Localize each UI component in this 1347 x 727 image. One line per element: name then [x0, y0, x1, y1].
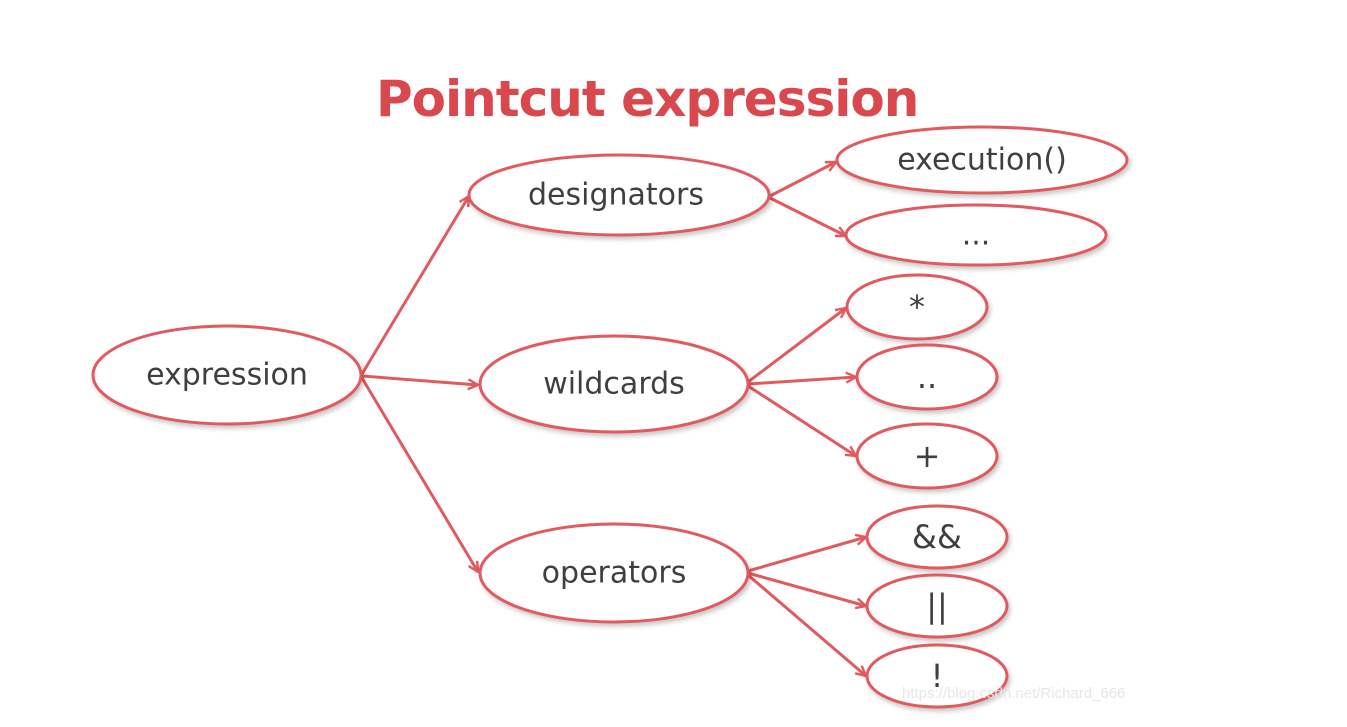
node-execution-label: execution(): [897, 143, 1067, 178]
node-designators-label: designators: [528, 178, 704, 213]
node-op-not-label: !: [931, 657, 944, 695]
node-op-or: ||: [865, 573, 1009, 639]
node-wildcards-label: wildcards: [543, 367, 685, 402]
node-designators: designators: [467, 153, 771, 237]
edge-designators-more: [769, 196, 846, 238]
node-operators-label: operators: [542, 556, 687, 591]
node-expression-label: expression: [146, 358, 308, 393]
edge-expression-wildcards: [361, 374, 478, 385]
edge-expression-designators: [360, 196, 469, 375]
node-wildcard-star-label: *: [909, 288, 925, 326]
node-wildcard-plus: +: [855, 422, 999, 490]
node-wildcard-plus-label: +: [914, 437, 941, 475]
watermark-text: https://blog.csdn.net/Richard_666: [902, 685, 1125, 702]
node-op-or-label: ||: [926, 587, 948, 625]
node-operators: operators: [478, 522, 750, 624]
node-designators-more: ...: [844, 203, 1108, 267]
edge-expression-operators: [360, 377, 478, 572]
node-designators-more-label: ...: [962, 218, 991, 253]
node-wildcard-star: *: [845, 273, 989, 341]
node-op-not: !: [865, 643, 1009, 709]
diagram-title: Pointcut expression: [376, 70, 918, 128]
edge-operators-or: [747, 571, 866, 606]
node-op-and: &&: [865, 504, 1009, 570]
node-execution: execution(): [835, 125, 1129, 195]
edge-designators-execution: [769, 160, 836, 198]
node-expression: expression: [91, 324, 363, 426]
edge-operators-not: [747, 573, 866, 676]
node-op-and-label: &&: [912, 518, 962, 556]
edge-wildcards-star: [747, 308, 846, 384]
node-wildcard-dotdot: ..: [855, 343, 999, 411]
node-wildcards: wildcards: [478, 334, 750, 434]
edge-wildcards-plus: [747, 384, 856, 456]
node-wildcard-dotdot-label: ..: [917, 358, 937, 396]
edge-operators-and: [747, 537, 866, 573]
edge-wildcards-dotdot: [747, 377, 856, 386]
